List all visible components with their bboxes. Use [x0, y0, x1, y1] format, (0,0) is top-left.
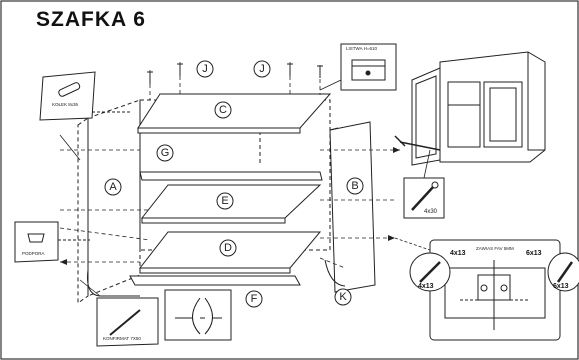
label-a [104, 178, 122, 196]
label-e-text: E [221, 195, 228, 207]
podpora-label: PODPORA [22, 251, 45, 256]
label-c [214, 101, 232, 119]
label-g [156, 144, 174, 162]
dowel-icon [58, 82, 81, 97]
door-i [411, 67, 441, 166]
label-e [216, 192, 234, 210]
screw-6x13-label: 6x13 [553, 283, 569, 290]
label-c-text: C [219, 104, 227, 116]
screw-4x30-label: 4x30 [424, 209, 438, 215]
bottom-panel-f [129, 275, 301, 286]
label-j2 [253, 60, 271, 78]
screw-6x13-icon [556, 261, 574, 283]
side-panel-b [329, 121, 376, 293]
listwa-label: LISTWA H=610 [346, 46, 377, 51]
label-g-text: G [161, 147, 170, 159]
label-k-text: K [339, 291, 347, 303]
label-j2-text: J [259, 63, 265, 75]
label-f [245, 290, 263, 308]
screw-4x13-label: 4x13 [418, 283, 434, 290]
callout-podpora [14, 221, 90, 263]
label-j1 [196, 60, 214, 78]
top-panel-c [137, 93, 332, 129]
callout-4x30 [403, 149, 445, 219]
screw-4x30-icon [411, 185, 435, 211]
label-d [219, 239, 237, 257]
callout-kolek [39, 71, 130, 161]
hinge-detail [394, 237, 579, 341]
kolek-label: KOŁEK 8x36 [52, 102, 79, 107]
page-title: SZAFKA 6 [36, 8, 146, 31]
door-assembly [394, 51, 546, 166]
callout-konfirmat [79, 279, 232, 347]
hinge-4x13-top-label: 4x13 [450, 250, 466, 257]
kolek-box [39, 71, 96, 121]
label-b-text: B [351, 180, 358, 192]
screw-4x13-icon [419, 261, 441, 283]
shelf-support-icon [27, 233, 45, 243]
hinge-6x13-top-label: 6x13 [526, 250, 542, 257]
label-j1-text: J [202, 63, 208, 75]
side-panel-a [87, 99, 141, 297]
label-f-text: F [251, 293, 258, 305]
konfirmat-screw-icon [109, 309, 141, 336]
label-a-text: A [109, 181, 117, 193]
konfirmat-label: KONFIRMAT 7X50 [103, 336, 141, 341]
zawias-label: ZAWIAS FAV 5MM [476, 246, 514, 251]
label-b [346, 177, 364, 195]
label-d-text: D [224, 242, 232, 254]
label-k [334, 288, 352, 306]
callout-listwa [319, 43, 397, 91]
